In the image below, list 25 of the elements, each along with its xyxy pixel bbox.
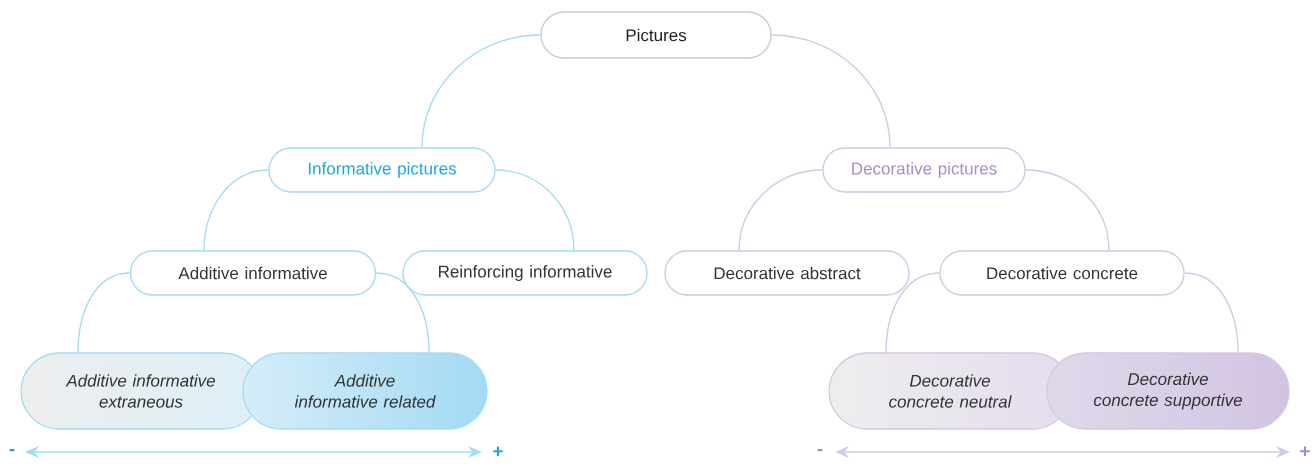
root-box: Pictures	[540, 11, 772, 59]
subtype-pill: Decorative concrete neutral	[828, 352, 1072, 430]
connector-curve	[495, 169, 575, 251]
connector-curve	[771, 34, 891, 148]
connector-curve	[738, 169, 823, 251]
minus-sign: -	[817, 449, 823, 452]
minus-sign: -	[9, 449, 15, 452]
subtype-pill: Additive informative related	[242, 352, 488, 430]
type-box: Reinforcing informative	[402, 250, 648, 296]
connector-curve	[375, 272, 430, 353]
plus-sign: +	[1300, 446, 1310, 457]
subtype-pill: Decorative concrete supportive	[1046, 352, 1290, 430]
connector-curve	[77, 272, 131, 353]
type-box: Decorative concrete	[939, 250, 1185, 296]
category-box: Decorative pictures	[822, 147, 1026, 193]
subtype-pill: Additive informative extraneous	[20, 352, 262, 430]
connector-curve	[885, 272, 940, 353]
connector-curve	[1184, 272, 1239, 353]
type-box: Additive informative	[129, 250, 377, 296]
plus-sign: +	[493, 446, 503, 457]
type-box: Decorative abstract	[664, 250, 910, 296]
connector-curve	[1025, 169, 1110, 251]
connector-curve	[421, 34, 541, 148]
connector-curve	[203, 169, 269, 251]
category-box: Informative pictures	[268, 147, 496, 193]
